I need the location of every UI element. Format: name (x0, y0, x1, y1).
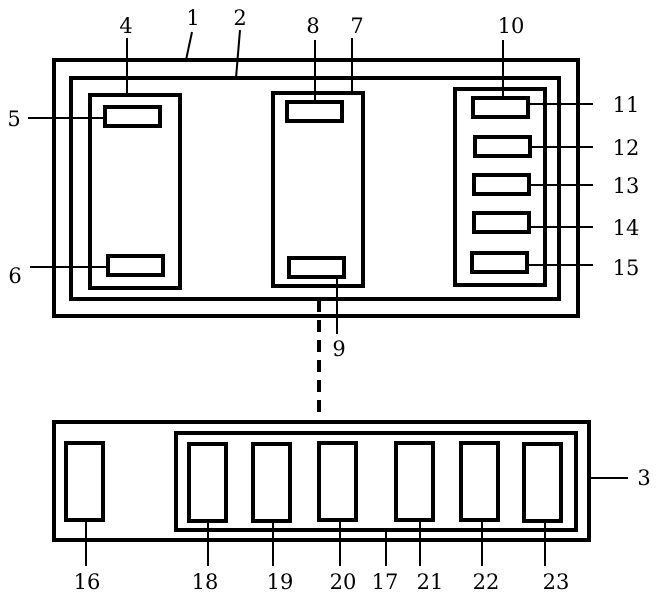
label-8: 8 (306, 14, 319, 38)
label-16: 16 (74, 570, 101, 594)
element-9 (289, 258, 344, 277)
element-12 (475, 137, 530, 156)
lower-housing-3 (54, 422, 589, 540)
label-14: 14 (613, 216, 640, 240)
element-21 (396, 443, 433, 520)
leader-1 (186, 32, 192, 60)
label-7: 7 (350, 14, 363, 38)
element-13 (474, 175, 529, 194)
inner-frame-2 (71, 78, 559, 299)
label-20: 20 (330, 570, 357, 594)
label-19: 19 (267, 570, 294, 594)
label-18: 18 (192, 570, 219, 594)
label-17: 17 (372, 570, 399, 594)
label-12: 12 (613, 136, 640, 160)
label-5: 5 (7, 107, 20, 131)
element-15 (472, 253, 527, 272)
frame-17 (176, 433, 576, 530)
label-2: 2 (233, 6, 246, 30)
element-5 (105, 107, 160, 126)
label-13: 13 (613, 174, 640, 198)
element-14 (474, 213, 529, 232)
element-18 (189, 444, 226, 521)
label-6: 6 (8, 264, 21, 288)
element-11 (473, 98, 528, 117)
label-23: 23 (543, 570, 570, 594)
label-3: 3 (637, 466, 650, 490)
element-22 (461, 443, 498, 520)
label-11: 11 (613, 93, 640, 117)
label-9: 9 (332, 337, 345, 361)
element-8 (287, 102, 342, 121)
label-4: 4 (119, 14, 132, 38)
label-1: 1 (186, 6, 199, 30)
element-23 (524, 444, 561, 521)
label-15: 15 (613, 256, 640, 280)
element-6 (108, 256, 163, 275)
label-10: 10 (498, 14, 525, 38)
element-16 (66, 443, 103, 520)
leader-2 (236, 30, 240, 78)
label-21: 21 (417, 570, 444, 594)
element-20 (319, 443, 356, 520)
label-22: 22 (473, 570, 500, 594)
element-19 (253, 444, 290, 521)
